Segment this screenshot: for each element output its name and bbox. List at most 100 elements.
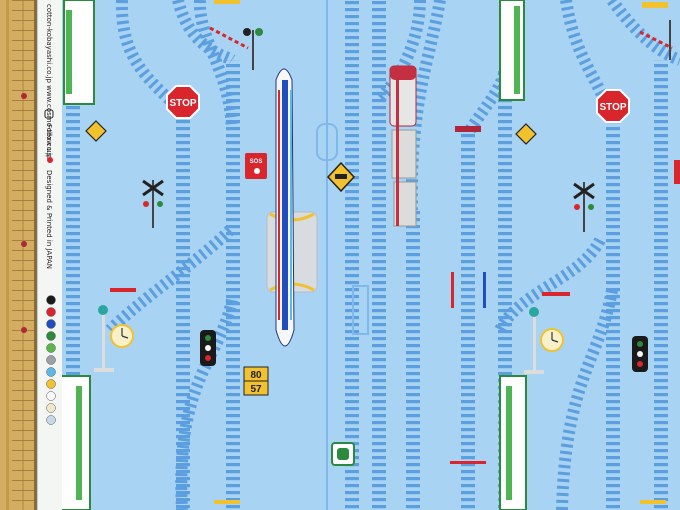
sos-panel: [245, 153, 267, 179]
signal-light-icon: [205, 355, 211, 361]
station-shed: [499, 375, 527, 510]
crossing-gate-bar: [450, 461, 486, 464]
instagram-icon: [44, 109, 54, 119]
stop-sign-octagon: [166, 85, 200, 119]
platform-bench: [455, 126, 481, 132]
track: [226, 60, 240, 510]
crossing-light-icon: [143, 201, 149, 207]
bullet-train-window-line: [290, 90, 292, 320]
crossing-gate-bar: [451, 272, 454, 308]
ruler-marker-icon: [21, 93, 27, 99]
track: [461, 130, 475, 510]
curved-track: [172, 0, 236, 66]
curved-track: [494, 237, 606, 333]
platform-line: [316, 123, 338, 161]
ruler-grain: [6, 0, 9, 510]
curved-track: [105, 225, 235, 335]
stop-sign-left: STOP: [166, 85, 200, 119]
crossing-light-icon: [588, 204, 594, 210]
clock-hand: [551, 339, 559, 343]
crossing-light-icon: [574, 204, 580, 210]
clock-hand: [121, 335, 129, 339]
station-shed: [59, 375, 91, 510]
sos-sign: SOS: [245, 153, 267, 179]
selvage-strip: [38, 0, 62, 510]
signal-light-icon: [205, 345, 211, 351]
ruler-marker-icon: [21, 241, 27, 247]
color-swatch: [46, 343, 56, 353]
curved-track: [175, 298, 238, 510]
station-shed-roof: [514, 6, 520, 94]
traffic-signal-right: [632, 336, 648, 372]
curved-track: [556, 288, 618, 510]
commuter-train-car: [393, 181, 417, 227]
track-markers: [214, 0, 680, 504]
track: [176, 110, 190, 510]
crossing-light-icon: [157, 201, 163, 207]
ruler-marker-icon: [21, 327, 27, 333]
color-swatch: [46, 331, 56, 341]
crossbuck-icon: [573, 182, 595, 200]
crossing-gate-bar: [110, 288, 136, 292]
track-marker: [640, 500, 666, 504]
bullet-train-red-line: [278, 90, 280, 320]
track: [606, 120, 620, 510]
clock-lamp-icon: [529, 307, 539, 317]
platform-line: [326, 0, 328, 510]
color-swatches: [46, 295, 56, 425]
train-glyph-icon: [335, 174, 347, 179]
color-swatch: [46, 403, 56, 413]
color-swatch: [46, 355, 56, 365]
platform-number-top-label: 80: [250, 370, 262, 381]
crossing-gate-bar: [209, 26, 249, 50]
track-marker: [642, 2, 668, 8]
signal-pole: [252, 30, 254, 70]
ruler-ticks: [12, 0, 34, 510]
color-swatch: [46, 391, 56, 401]
track: [406, 210, 420, 510]
crossing-gates: [110, 26, 673, 464]
signal-light-icon: [255, 28, 263, 36]
track-marker: [214, 0, 240, 4]
crossing-warning-sign-icon: [515, 123, 537, 145]
color-swatch: [46, 415, 56, 425]
crossing-gate-bar: [639, 30, 673, 50]
platform-number-sign: 80 57: [243, 366, 269, 396]
stop-sign-right: STOP: [596, 89, 630, 123]
selvage-website: cotton-kobayashi.co.jp www.cosmo-tex.co.…: [45, 4, 53, 160]
color-swatch: [46, 295, 56, 305]
railroad-crossing-left: [142, 179, 164, 228]
ticket-sign: [331, 442, 355, 466]
crossing-pole: [152, 180, 154, 228]
station-clock-right: [524, 307, 564, 374]
signal-light-icon: [243, 28, 251, 36]
platform-line: [352, 285, 369, 335]
station-shed-roof: [506, 386, 512, 500]
crossing-pole: [583, 182, 585, 232]
selvage: cotton-kobayashi.co.jp www.cosmo-tex.co.…: [38, 0, 62, 510]
curved-track: [560, 0, 618, 122]
crossing-warning-sign-icon: [85, 120, 107, 142]
selvage-heart-icon: [47, 157, 53, 163]
clock-post: [533, 312, 536, 372]
commuter-train: [389, 65, 417, 227]
crossbuck-icon: [142, 179, 164, 197]
commuter-train-nose: [390, 66, 416, 80]
signal-light-icon: [637, 361, 643, 367]
clock-base: [524, 370, 544, 374]
station-sheds: [59, 0, 527, 510]
color-swatch: [46, 307, 56, 317]
ruler-edge: [34, 0, 37, 510]
bullet-train: [275, 68, 295, 347]
color-swatch: [46, 319, 56, 329]
platforms: [316, 0, 369, 510]
top-signals: [243, 20, 671, 70]
platform-number-bottom: [243, 380, 269, 396]
station-shed-roof: [76, 386, 82, 500]
signal-light-icon: [205, 335, 211, 341]
station-shed: [499, 0, 525, 101]
sos-label: SOS: [250, 159, 263, 165]
color-swatch: [46, 367, 56, 377]
